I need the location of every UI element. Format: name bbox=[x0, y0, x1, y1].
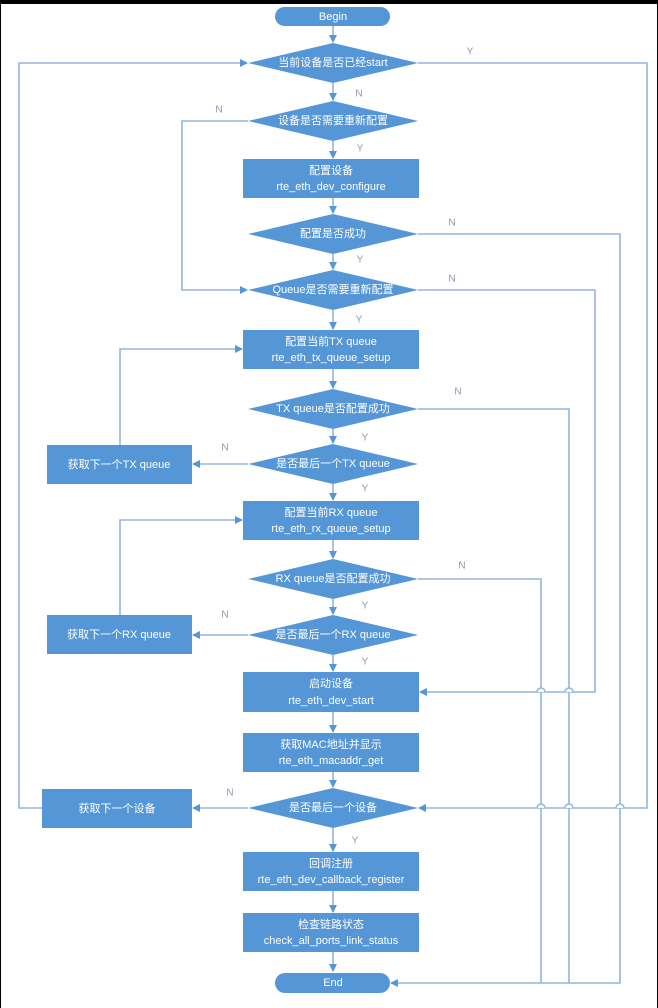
decision-label: 当前设备是否已经start bbox=[278, 55, 387, 69]
process-rx-setup: 配置当前RX queue rte_eth_rx_queue_setup bbox=[243, 501, 419, 540]
branch-labels: Y N N Y N Y N Y N Y N Y N Y N Y N Y bbox=[215, 47, 473, 847]
process-title: 获取下一个TX queue bbox=[68, 458, 171, 471]
no-label: N bbox=[221, 610, 228, 621]
begin-label: Begin bbox=[319, 11, 347, 23]
decision-device-started: 当前设备是否已经start bbox=[248, 43, 418, 83]
process-func: check_all_ports_link_status bbox=[264, 935, 399, 947]
decision-label: 是否最后一个RX queue bbox=[276, 628, 391, 641]
begin-terminal: Begin bbox=[275, 7, 390, 26]
yes-label: Y bbox=[362, 601, 369, 612]
process-func: rte_eth_macaddr_get bbox=[279, 755, 384, 767]
process-func: rte_eth_dev_callback_register bbox=[258, 874, 405, 886]
decision-label: 配置是否成功 bbox=[300, 227, 366, 240]
process-title: 配置当前RX queue bbox=[285, 505, 378, 519]
end-label: End bbox=[323, 977, 343, 989]
process-title: 配置当前TX queue bbox=[285, 334, 377, 348]
process-title: 配置设备 bbox=[309, 163, 353, 177]
decision-rx-success: RX queue是否配置成功 bbox=[248, 559, 418, 599]
flowchart-svg: Begin 当前设备是否已经start 设备是否需要重新配置 配置设备 rte_… bbox=[18, 7, 648, 993]
process-configure: 配置设备 rte_eth_dev_configure bbox=[243, 159, 419, 198]
no-label: N bbox=[458, 561, 465, 572]
no-label: N bbox=[226, 788, 233, 799]
process-dev-start: 启动设备 rte_eth_dev_start bbox=[243, 672, 419, 712]
process-title: 回调注册 bbox=[309, 856, 353, 870]
process-func: rte_eth_tx_queue_setup bbox=[272, 352, 391, 364]
decision-label: TX queue是否配置成功 bbox=[276, 402, 390, 415]
yes-label: Y bbox=[357, 144, 364, 155]
process-title: 启动设备 bbox=[309, 676, 353, 690]
decision-label: 设备是否需要重新配置 bbox=[278, 113, 388, 127]
process-func: rte_eth_rx_queue_setup bbox=[271, 523, 390, 535]
yes-label: Y bbox=[467, 47, 474, 58]
decision-label: 是否最后一个TX queue bbox=[276, 457, 390, 470]
process-callback: 回调注册 rte_eth_dev_callback_register bbox=[243, 852, 419, 891]
decision-tx-success: TX queue是否配置成功 bbox=[248, 389, 418, 429]
process-next-device: 获取下一个设备 bbox=[42, 789, 192, 828]
branch-connectors bbox=[18, 59, 648, 987]
decision-label: RX queue是否配置成功 bbox=[276, 572, 391, 585]
no-label: N bbox=[448, 274, 455, 285]
yes-label: Y bbox=[352, 836, 359, 847]
yes-label: Y bbox=[356, 315, 363, 326]
process-next-tx: 获取下一个TX queue bbox=[47, 445, 192, 484]
process-title: 获取下一个RX queue bbox=[67, 628, 171, 641]
process-next-rx: 获取下一个RX queue bbox=[47, 615, 192, 654]
decision-device-reconfigure: 设备是否需要重新配置 bbox=[248, 101, 418, 141]
process-title: 检查链路状态 bbox=[298, 917, 364, 931]
decision-label: Queue是否需要重新配置 bbox=[272, 282, 393, 296]
yes-label: Y bbox=[362, 657, 369, 668]
decision-configure-success: 配置是否成功 bbox=[248, 214, 418, 254]
process-tx-setup: 配置当前TX queue rte_eth_tx_queue_setup bbox=[243, 330, 419, 369]
no-label: N bbox=[221, 443, 228, 454]
yes-label: Y bbox=[357, 255, 364, 266]
no-label: N bbox=[355, 89, 362, 100]
decision-last-tx: 是否最后一个TX queue bbox=[248, 444, 418, 484]
no-label: N bbox=[454, 387, 461, 398]
process-func: rte_eth_dev_start bbox=[288, 695, 374, 707]
process-link-status: 检查链路状态 check_all_ports_link_status bbox=[243, 913, 419, 952]
process-title: 获取MAC地址并显示 bbox=[280, 737, 381, 751]
decision-last-device: 是否最后一个设备 bbox=[248, 788, 418, 828]
decision-label: 是否最后一个设备 bbox=[289, 800, 377, 814]
flowchart-canvas: Begin 当前设备是否已经start 设备是否需要重新配置 配置设备 rte_… bbox=[1, 4, 657, 1008]
process-title: 获取下一个设备 bbox=[79, 801, 156, 815]
yes-label: Y bbox=[362, 484, 369, 495]
decision-last-rx: 是否最后一个RX queue bbox=[248, 615, 418, 655]
yes-label: Y bbox=[362, 433, 369, 444]
process-func: rte_eth_dev_configure bbox=[276, 181, 385, 193]
decision-queue-reconfigure: Queue是否需要重新配置 bbox=[248, 270, 418, 310]
process-mac: 获取MAC地址并显示 rte_eth_macaddr_get bbox=[243, 733, 419, 772]
no-label: N bbox=[448, 218, 455, 229]
no-label: N bbox=[215, 105, 222, 116]
end-terminal: End bbox=[275, 973, 390, 993]
